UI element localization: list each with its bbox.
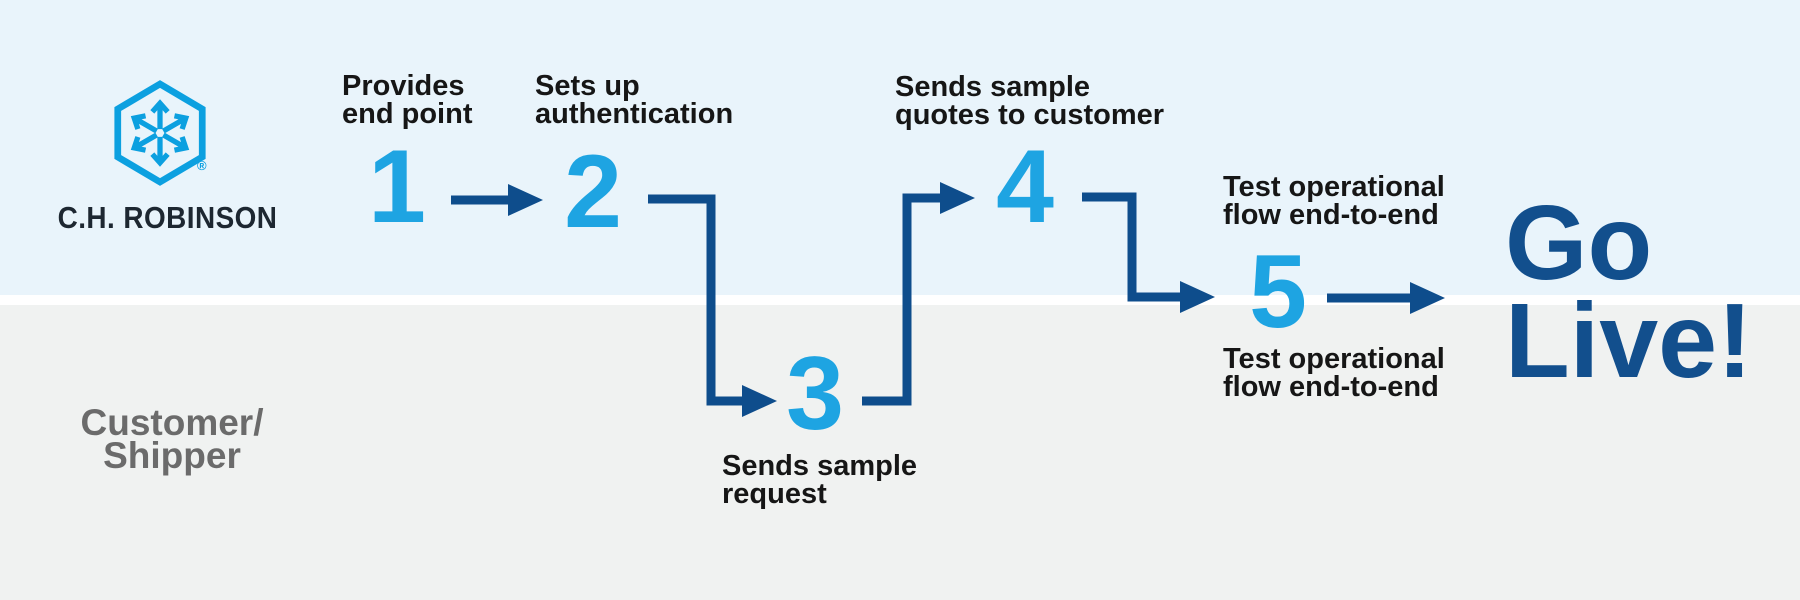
step3-label: Sends sample request [722, 450, 918, 510]
chrobinson-wordmark: C.H. ROBINSON [57, 200, 278, 235]
step3-number: 3 [786, 336, 844, 452]
step2-label: Sets up authentication [535, 70, 734, 130]
arrow-step5-to-golive [1327, 282, 1445, 314]
arrow-step2-to-step3 [648, 194, 777, 417]
arrow-step4-to-step5 [1082, 192, 1215, 313]
step4-label: Sends sample quotes to customer [895, 71, 1165, 131]
go-live-text: Go Live! [1505, 184, 1753, 400]
customer-shipper-label: Customer/ Shipper [80, 402, 264, 476]
customer-shipper-lane [0, 305, 1800, 600]
step4-number: 4 [996, 129, 1054, 245]
step5-number: 5 [1249, 234, 1307, 350]
step2-number: 2 [564, 134, 622, 250]
step5-label-above: Test operational flow end-to-end [1223, 171, 1445, 231]
arrow-step3-to-step4 [862, 182, 975, 406]
registered-trademark: ® [197, 158, 207, 173]
step1-number: 1 [368, 129, 426, 245]
chrobinson-lane [0, 0, 1800, 295]
step1-label: Provides end point [342, 70, 473, 130]
arrow-step1-to-step2 [451, 184, 543, 216]
step5-label-below: Test operational flow end-to-end [1223, 343, 1445, 403]
hexagon-arrows-icon [114, 80, 206, 186]
